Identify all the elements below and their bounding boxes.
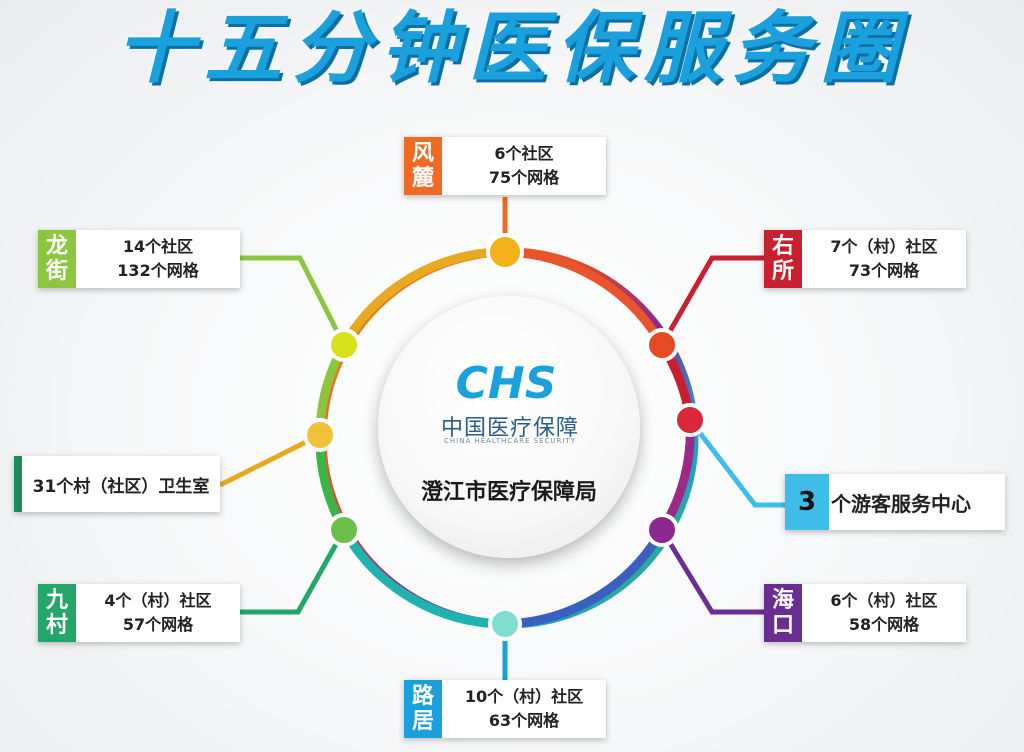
node-dot-yousuo <box>645 328 679 362</box>
svg-text:CHS: CHS <box>456 358 557 406</box>
info-luju: 10个（村）社区 63个网格 <box>464 687 584 730</box>
info-yousuo: 7个（村）社区 73个网格 <box>830 237 938 280</box>
tourist-num: 3 <box>785 474 829 530</box>
center-label: 澄江市医疗保障局 <box>420 480 597 505</box>
tag-luju: 路 居 <box>404 680 442 738</box>
connector-yousuo <box>659 255 768 347</box>
tag-longjie: 龙 街 <box>38 230 76 288</box>
card-health-rooms: 31个村（社区）卫生室 <box>14 456 220 512</box>
connector-health <box>218 432 322 488</box>
card-haikou: 海 口 6个（村）社区 58个网格 <box>764 584 966 642</box>
tourist-text: 个游客服务中心 <box>831 491 971 516</box>
card-tourist-centers: 3 个游客服务中心 <box>785 474 1005 530</box>
logo-en-text: CHINA HEALTHCARE SECURITY <box>444 437 576 445</box>
card-luju: 路 居 10个（村）社区 63个网格 <box>404 680 606 738</box>
logo-cn-text: 中国医疗保障 <box>440 416 579 441</box>
info-jiucun: 4个（村）社区 57个网格 <box>104 591 212 634</box>
tag-haikou: 海 口 <box>764 584 802 642</box>
card-jiucun: 九 村 4个（村）社区 57个网格 <box>38 584 240 642</box>
connector-jiucun <box>240 528 347 615</box>
health-rooms-accent <box>14 456 22 512</box>
info-haikou: 6个（村）社区 58个网格 <box>830 591 938 634</box>
node-dot-tourist <box>673 403 707 437</box>
node-dot-fengli <box>486 233 524 271</box>
card-yousuo: 右 所 7个（村）社区 73个网格 <box>764 230 966 288</box>
node-dot-haikou <box>645 513 679 547</box>
node-dot-luju <box>488 607 522 641</box>
node-dot-longjie <box>327 328 361 362</box>
main-title: 十五分钟医保服务圈 <box>115 4 908 94</box>
card-fengli: 风 麓 6个社区 75个网格 <box>404 137 606 195</box>
tag-jiucun: 九 村 <box>38 584 76 642</box>
info-fengli: 6个社区 75个网格 <box>488 144 560 187</box>
node-dot-jiucun <box>327 513 361 547</box>
tag-yousuo: 右 所 <box>764 230 802 288</box>
chs-logo-icon: CHS <box>456 358 557 406</box>
connector-haikou <box>659 528 768 615</box>
connector-tourist <box>688 418 785 508</box>
tag-fengli: 风 麓 <box>404 137 442 195</box>
health-rooms-label: 31个村（社区）卫生室 <box>32 476 210 497</box>
card-longjie: 龙 街 14个社区 132个网格 <box>38 230 240 288</box>
node-dot-health <box>303 418 337 452</box>
center-circle <box>378 296 640 558</box>
info-longjie: 14个社区 132个网格 <box>117 237 199 280</box>
connector-longjie <box>240 255 347 347</box>
